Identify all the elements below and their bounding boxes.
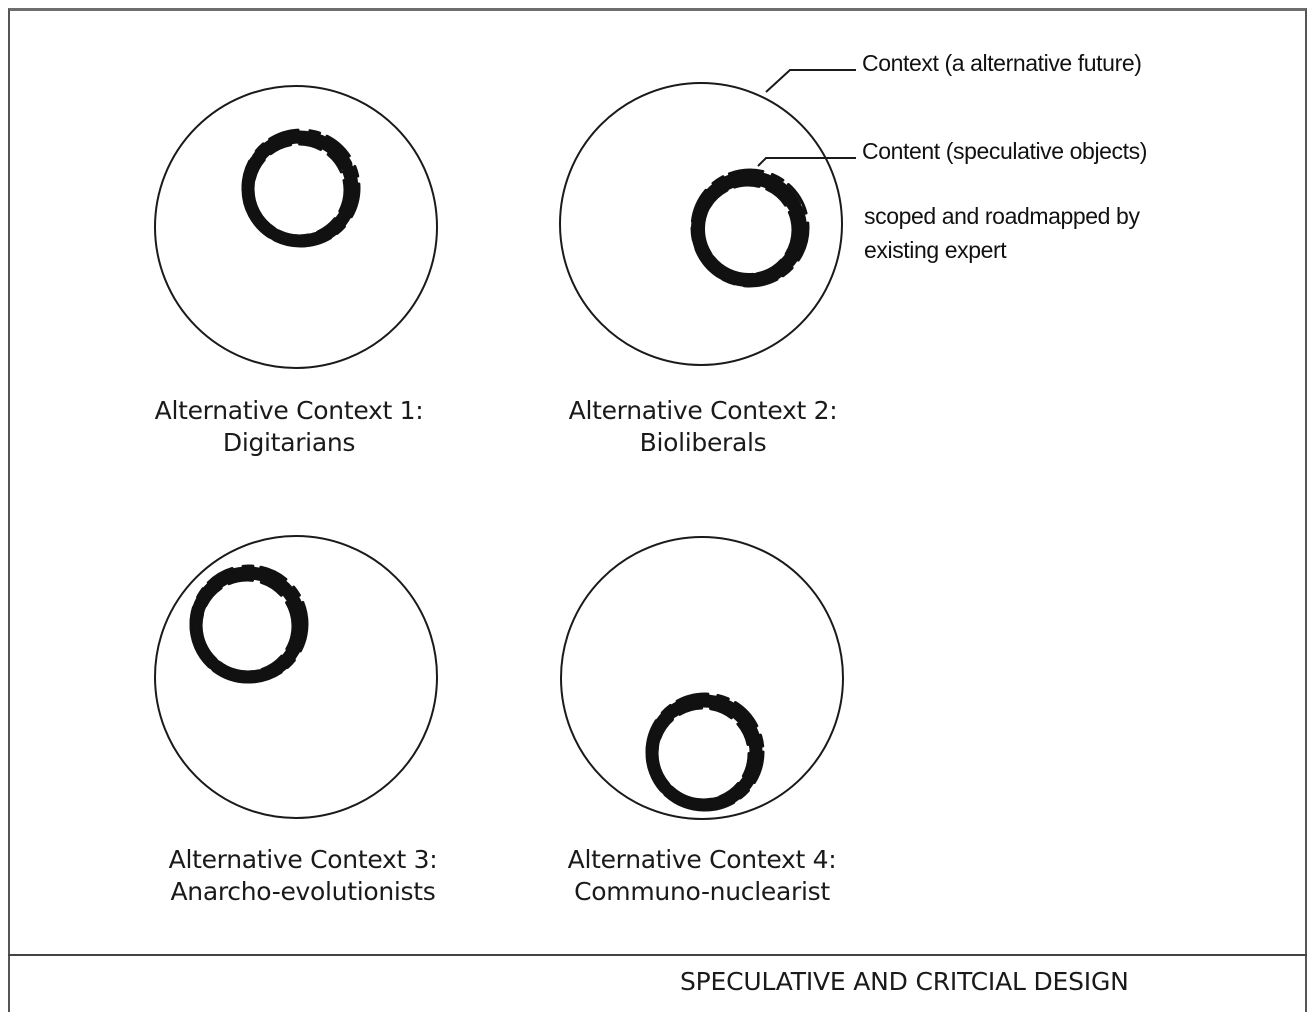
context-label-2-title: Alternative Context 2: bbox=[568, 396, 838, 425]
context-label-1-name: Digitarians bbox=[222, 428, 356, 457]
footer-title: SPECULATIVE AND CRITCIAL DESIGN bbox=[680, 967, 1129, 996]
content-ring-4 bbox=[645, 692, 765, 812]
context-label-3: Alternative Context 3: Anarcho-evolution… bbox=[133, 844, 473, 908]
content-ring-2 bbox=[690, 168, 810, 288]
context-label-1: Alternative Context 1: Digitarians bbox=[119, 395, 459, 459]
context-circle-1 bbox=[154, 85, 438, 369]
diagram-frame bbox=[8, 8, 1307, 1012]
scoped-annotation-line1: scoped and roadmapped by bbox=[864, 203, 1140, 229]
scoped-annotation-line2: existing expert bbox=[864, 237, 1007, 263]
context-annotation: Context (a alternative future) bbox=[862, 50, 1142, 76]
context-leader-line bbox=[765, 69, 856, 93]
context-circle-2 bbox=[559, 82, 843, 366]
footer-divider bbox=[8, 954, 1307, 956]
context-label-4: Alternative Context 4: Communo-nuclearis… bbox=[532, 844, 872, 908]
context-label-2: Alternative Context 2: Bioliberals bbox=[533, 395, 873, 459]
context-label-4-title: Alternative Context 4: bbox=[567, 845, 837, 874]
context-label-1-title: Alternative Context 1: bbox=[154, 396, 424, 425]
content-leader-line bbox=[757, 157, 856, 167]
context-label-3-name: Anarcho-evolutionists bbox=[170, 877, 436, 906]
content-annotation: Content (speculative objects) bbox=[862, 138, 1147, 164]
context-label-3-title: Alternative Context 3: bbox=[168, 845, 438, 874]
context-circle-4 bbox=[560, 536, 844, 820]
context-label-4-name: Communo-nuclearist bbox=[574, 877, 830, 906]
content-ring-1 bbox=[241, 128, 361, 248]
content-ring-3 bbox=[189, 564, 309, 684]
context-circle-3 bbox=[154, 535, 438, 819]
context-label-2-name: Bioliberals bbox=[639, 428, 767, 457]
